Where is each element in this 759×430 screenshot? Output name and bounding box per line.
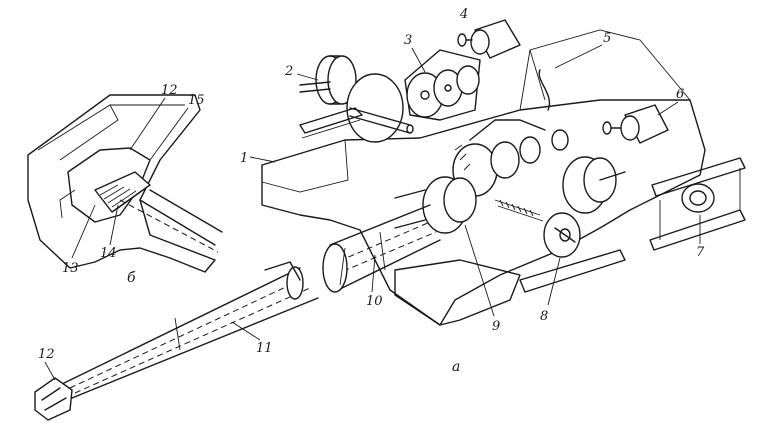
label-15: 15	[188, 93, 205, 108]
inset-detail-b: 12 15 13 14 б	[27, 83, 223, 286]
label-1: 1	[240, 151, 248, 166]
drum-2	[299, 55, 414, 143]
label-10: 10	[366, 294, 383, 309]
label-12-main: 12	[38, 347, 55, 362]
right-drum	[562, 156, 626, 214]
label-11: 11	[256, 341, 273, 356]
label-6: 6	[676, 87, 684, 102]
label-2: 2	[284, 64, 293, 79]
label-12-inset: 12	[161, 83, 178, 98]
pulley-7	[681, 183, 715, 213]
caption-a: а	[452, 359, 460, 375]
label-4: 4	[459, 7, 468, 22]
caption-b: б	[127, 270, 136, 286]
label-9: 9	[492, 319, 500, 334]
label-14: 14	[100, 246, 117, 261]
cutter-head-12	[34, 377, 73, 421]
label-7: 7	[696, 245, 705, 260]
label-5: 5	[603, 31, 611, 46]
label-3: 3	[404, 33, 412, 48]
rotor-9	[394, 176, 477, 234]
label-13: 13	[62, 261, 79, 276]
motor-6	[602, 104, 669, 144]
label-8: 8	[540, 309, 548, 324]
main-assembly-a: 4 3 2 5	[34, 7, 746, 421]
motor-4	[457, 19, 521, 59]
wheel-8	[543, 212, 581, 258]
boom-11	[59, 261, 319, 399]
drums-3	[404, 49, 481, 121]
tube-10	[322, 204, 441, 293]
